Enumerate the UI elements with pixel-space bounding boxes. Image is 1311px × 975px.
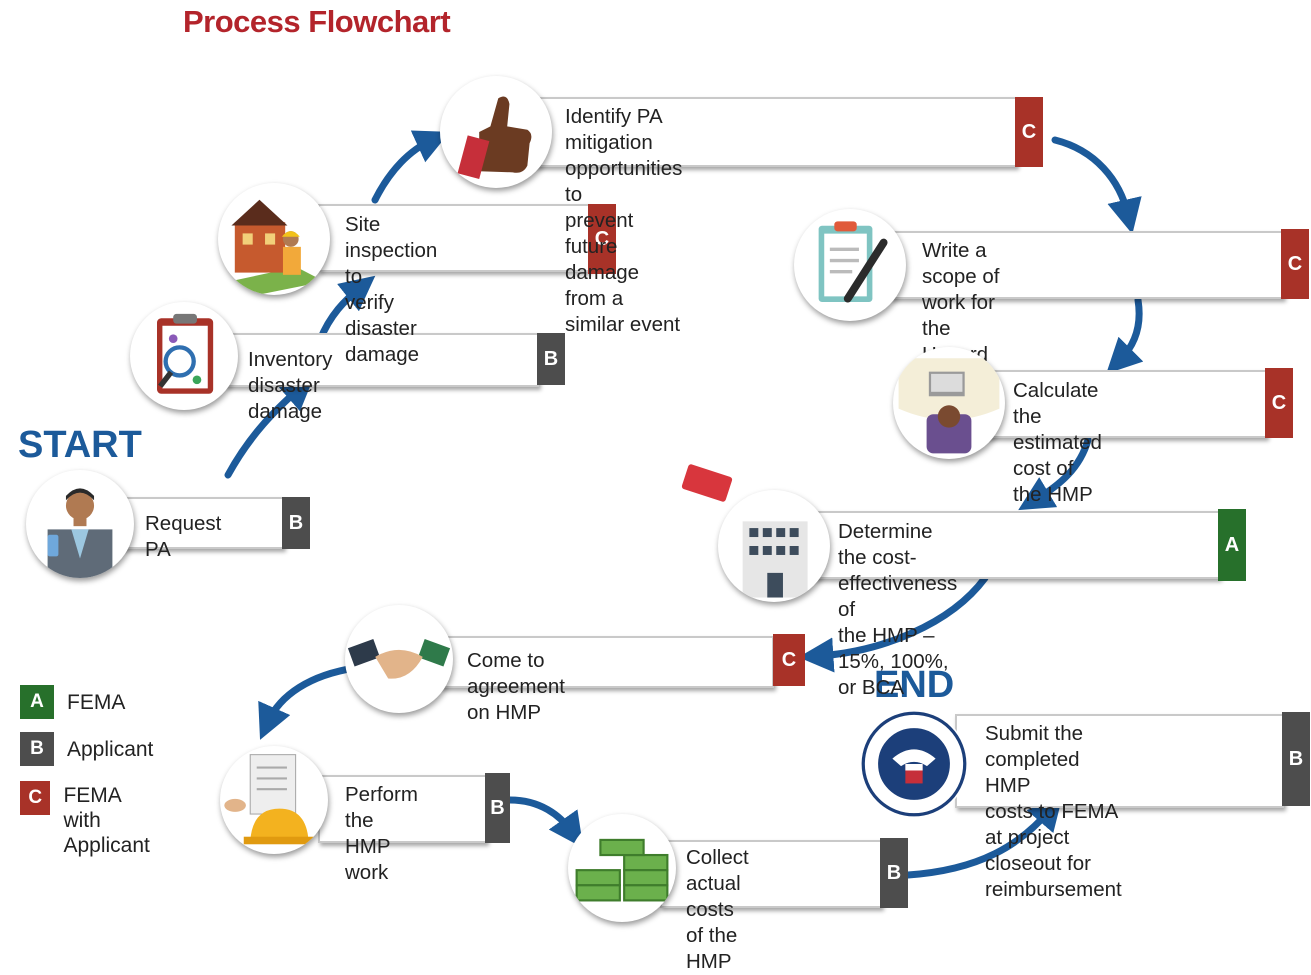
step-text: Submit the completed HMP costs to FEMA a… <box>985 722 1122 901</box>
step-text: Site inspection to verify disaster damag… <box>345 213 438 366</box>
arrow-3 <box>371 130 450 204</box>
building-price-tag-icon <box>718 490 830 602</box>
end-label: END <box>874 664 955 706</box>
applicant-badge: B <box>485 773 510 843</box>
person-laptop-desk-icon <box>893 347 1005 459</box>
arrow-6 <box>1018 436 1092 511</box>
arrow-5 <box>1106 296 1144 374</box>
contract-hardhat-icon <box>220 746 328 854</box>
step-text: Collect actual costs of the HMP <box>686 846 749 973</box>
start-label: START <box>18 424 142 466</box>
applicant-badge: B <box>537 333 565 385</box>
arrow-10 <box>904 795 1063 879</box>
arrow-7 <box>798 574 989 673</box>
legend-key: C <box>20 781 51 815</box>
page-title: Process Flowchart <box>183 4 451 39</box>
money-stacks-icon <box>568 814 676 922</box>
applicant-badge: B <box>1282 712 1310 806</box>
thumbs-up-icon <box>440 76 552 188</box>
dhs-seal-icon <box>860 710 968 818</box>
handshake-icon <box>345 605 453 713</box>
step-text: Request PA <box>145 512 222 561</box>
legend-key: A <box>20 685 54 719</box>
clipboard-magnifier-icon <box>130 302 238 410</box>
step-text: Inventory disaster damage <box>248 348 333 423</box>
arrow-1 <box>224 375 315 479</box>
legend-label: FEMA with Applicant <box>63 784 150 857</box>
step-text: Perform the HMP work <box>345 783 418 884</box>
businessman-phone-icon <box>26 470 134 578</box>
step-text: Calculate the estimated cost of the HMP <box>1013 379 1102 506</box>
fema-with-applicant-badge: C <box>773 634 805 686</box>
arrow-8 <box>258 664 359 740</box>
clipboard-pen-icon <box>794 209 906 321</box>
fema-badge: A <box>1218 509 1246 581</box>
legend-label: Applicant <box>67 738 154 761</box>
step-text: Identify PA mitigation opportunities to … <box>565 105 683 336</box>
legend-label: FEMA <box>67 691 126 714</box>
arrow-9 <box>506 796 584 849</box>
applicant-badge: B <box>880 838 908 908</box>
fema-with-applicant-badge: C <box>1265 368 1293 438</box>
legend-item-fema-with-applicant: C FEMA with Applicant <box>20 781 153 858</box>
legend-item-fema: A FEMA <box>20 685 125 719</box>
fema-with-applicant-badge: C <box>1015 97 1043 167</box>
legend-key: B <box>20 732 54 766</box>
damaged-house-inspector-icon <box>218 183 330 295</box>
arrow-4 <box>1051 136 1142 235</box>
fema-with-applicant-badge: C <box>588 204 616 274</box>
legend-item-applicant: B Applicant <box>20 732 153 766</box>
fema-with-applicant-badge: C <box>1281 229 1309 299</box>
step-text: Determine the cost-effectiveness of the … <box>838 520 958 699</box>
step-text: Come to agreement on HMP <box>467 649 566 724</box>
applicant-badge: B <box>282 497 310 549</box>
